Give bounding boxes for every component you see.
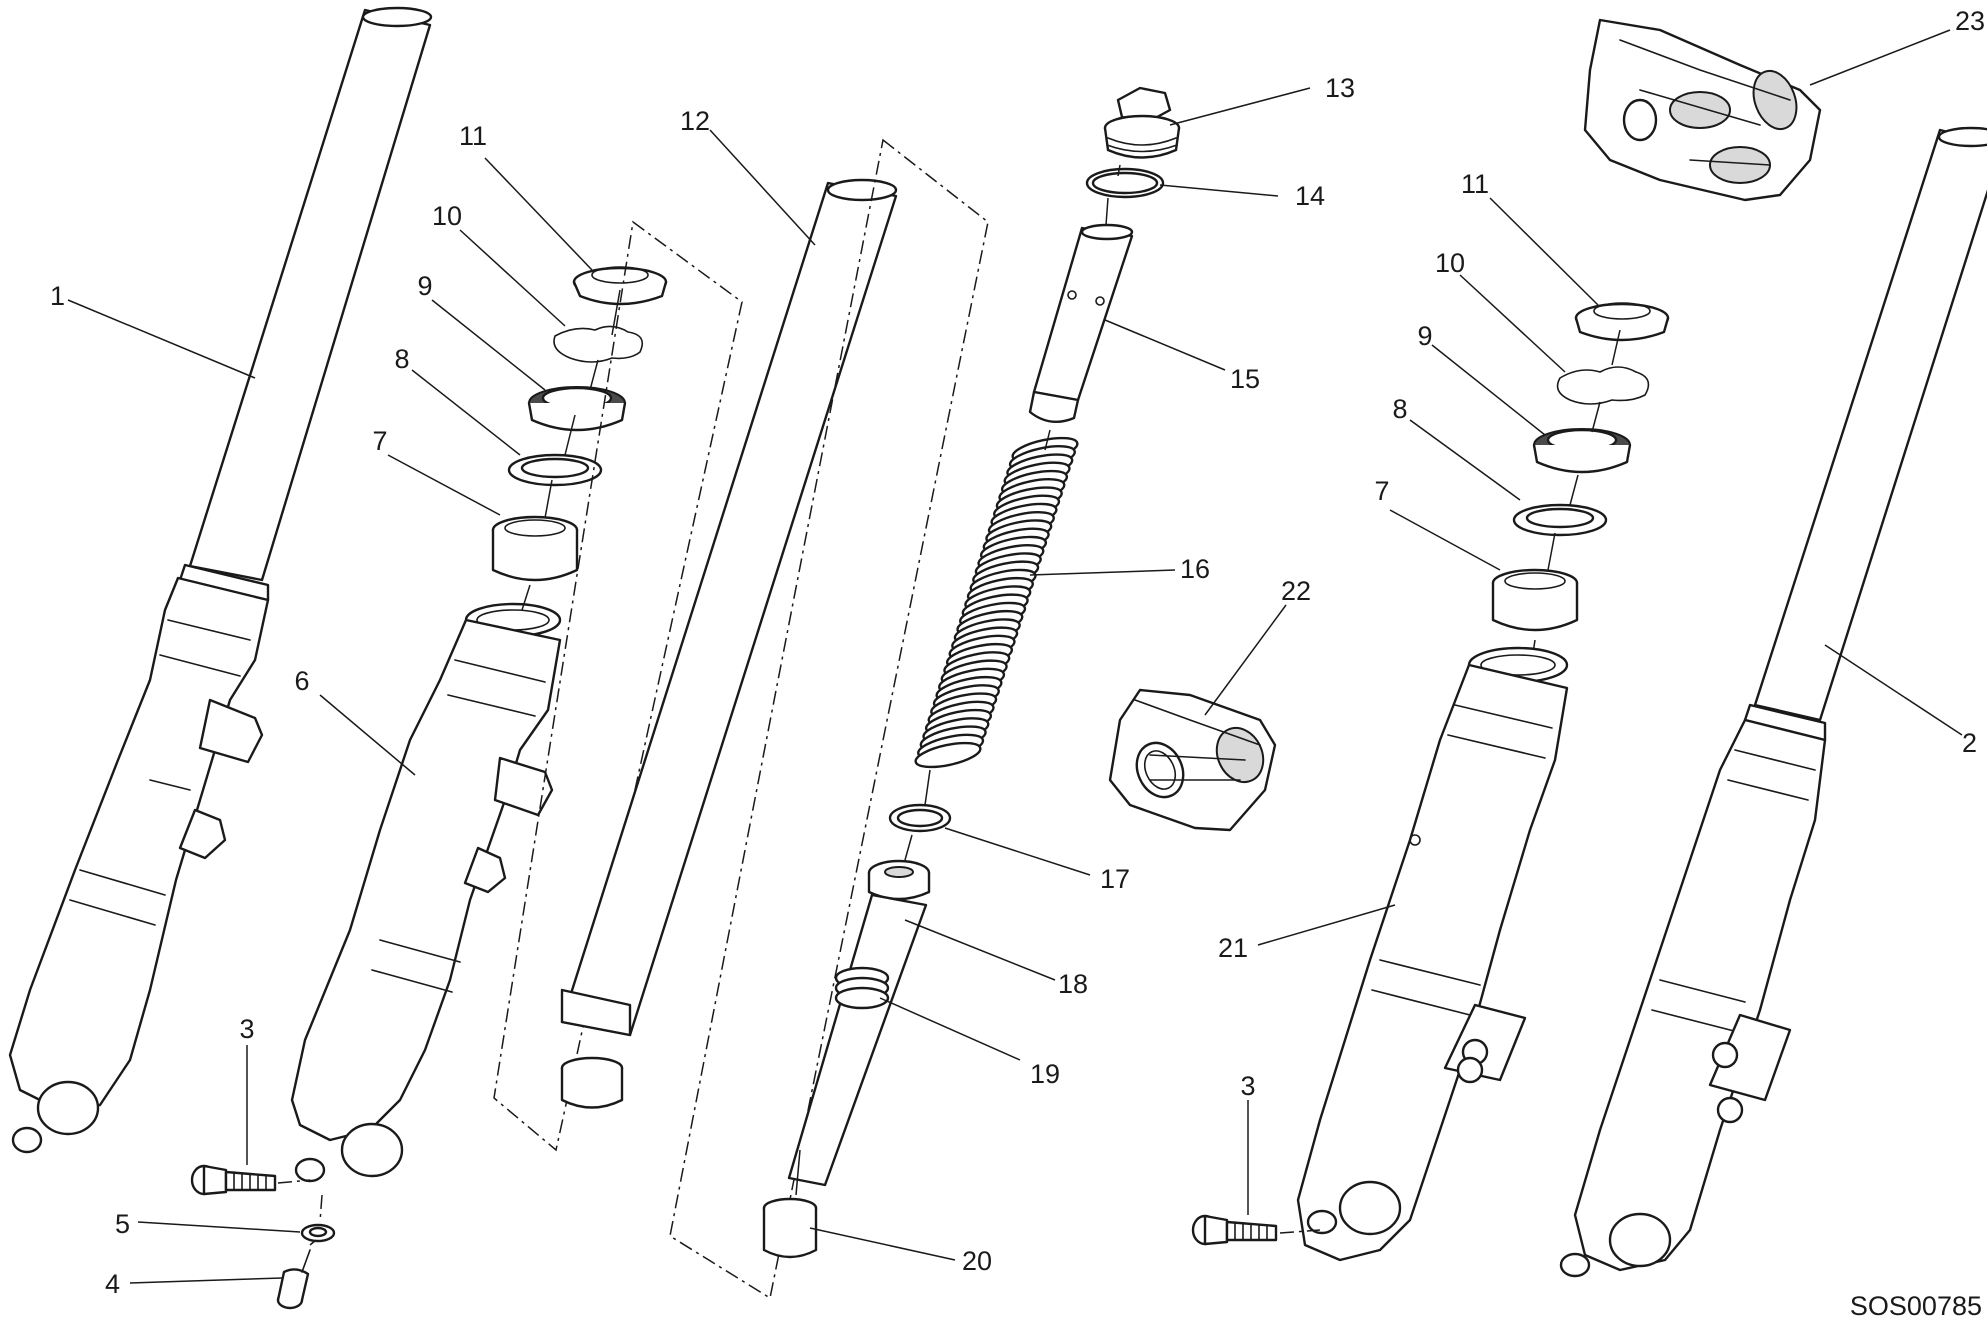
- callout-6: 6: [294, 666, 309, 696]
- callout-23: 23: [1955, 6, 1985, 36]
- leader-lines: [67, 29, 1963, 1284]
- part-3-bolt-right: [1191, 1214, 1321, 1246]
- dash-bracket-left: [493, 220, 743, 1152]
- dash-bracket-center: [669, 138, 989, 1300]
- spring-coil: [914, 741, 982, 769]
- callout-9b: 9: [1417, 321, 1432, 351]
- callout-18: 18: [1058, 969, 1088, 999]
- part-6-slider-left: [290, 602, 562, 1183]
- part-23-clamp: [1583, 18, 1822, 202]
- part-19-rings: [834, 966, 890, 1010]
- callout-10a: 10: [432, 201, 462, 231]
- part-17-circlip: [888, 803, 952, 833]
- callout-17: 17: [1100, 864, 1130, 894]
- callout-3a: 3: [239, 1014, 254, 1044]
- callout-8a: 8: [394, 344, 409, 374]
- part-12-inner-tube: [560, 178, 898, 1109]
- reference-code: SOS00785: [1850, 1291, 1982, 1321]
- callout-9a: 9: [417, 271, 432, 301]
- callout-22: 22: [1281, 576, 1311, 606]
- callout-19: 19: [1030, 1059, 1060, 1089]
- callout-3b: 3: [1240, 1071, 1255, 1101]
- part-20-bushing: [762, 1197, 818, 1259]
- part-1-fork-leg-left: [8, 6, 433, 1154]
- callout-labels: 1 2 3 3 4 5 6 7 7 8 8 9 9 10 10 11 11 12…: [50, 6, 1985, 1321]
- part-5-washer: [300, 1194, 336, 1243]
- callout-14: 14: [1295, 181, 1325, 211]
- part-18-rod: [787, 859, 931, 1187]
- callout-5: 5: [115, 1209, 130, 1239]
- part-15-damper-tube: [1028, 223, 1134, 424]
- callout-8b: 8: [1392, 394, 1407, 424]
- callout-7a: 7: [372, 426, 387, 456]
- callout-15: 15: [1230, 364, 1260, 394]
- callout-12: 12: [680, 106, 710, 136]
- callout-7b: 7: [1374, 476, 1389, 506]
- part-16-spring: [914, 436, 1079, 769]
- callout-21: 21: [1218, 933, 1248, 963]
- part-4-screw: [276, 1239, 317, 1310]
- seal-stack-right: [1491, 302, 1670, 661]
- seal-stack-left: [491, 266, 668, 611]
- callout-11b: 11: [1461, 169, 1489, 199]
- callout-13: 13: [1325, 73, 1355, 103]
- callout-4: 4: [105, 1269, 120, 1299]
- part-2-fork-leg-right: [1559, 126, 1987, 1278]
- part-3-bolt-left: [190, 1164, 311, 1196]
- part-13-cap: [1103, 86, 1181, 159]
- callout-1: 1: [50, 281, 65, 311]
- part-14-o-ring: [1085, 167, 1165, 199]
- callout-2: 2: [1962, 728, 1977, 758]
- part-21-slider-right: [1296, 646, 1569, 1262]
- callout-10b: 10: [1435, 248, 1465, 278]
- callout-16: 16: [1180, 554, 1210, 584]
- callout-20: 20: [962, 1246, 992, 1276]
- callout-11a: 11: [459, 121, 487, 151]
- part-22-clamp: [1108, 688, 1277, 832]
